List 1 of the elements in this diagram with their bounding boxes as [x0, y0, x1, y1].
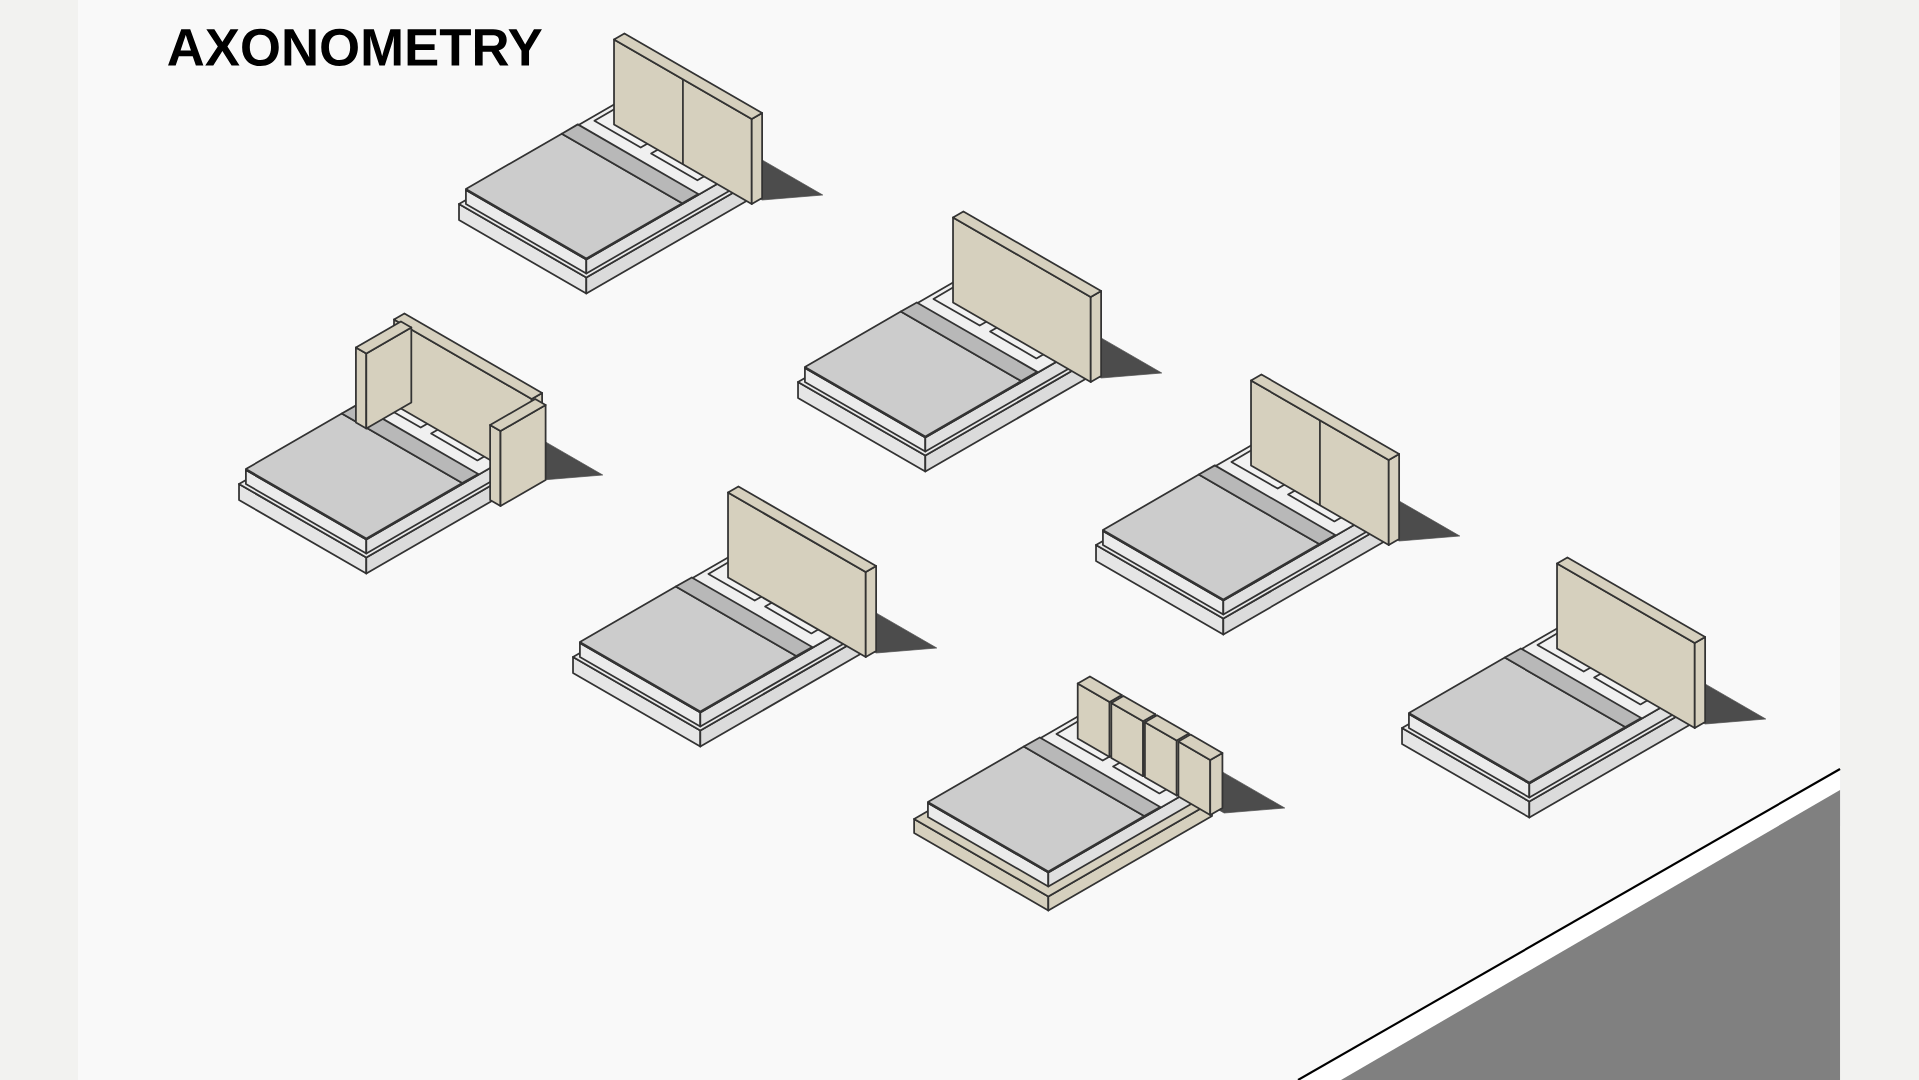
- title: AXONOMETRY: [168, 28, 542, 66]
